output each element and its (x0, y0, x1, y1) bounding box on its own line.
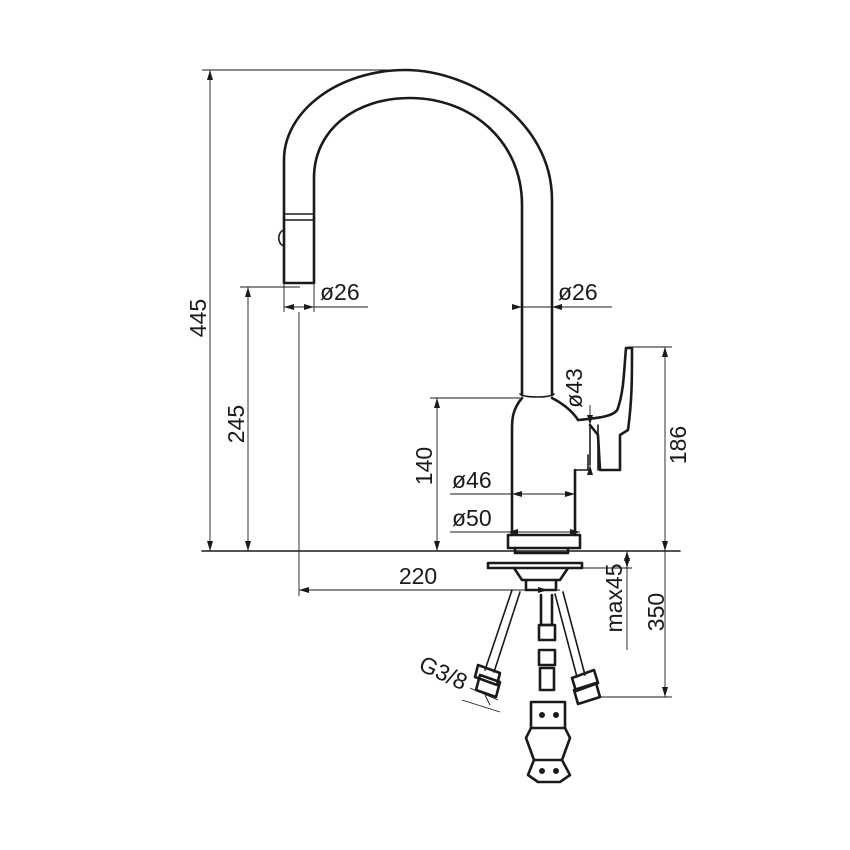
supply-hoses (473, 589, 602, 784)
hose-length-label: 350 (643, 593, 669, 631)
handle-diameter-label: ø43 (561, 368, 587, 408)
reach-label: 220 (399, 563, 437, 589)
faucet-outline (201, 68, 681, 592)
body-diameter-label: ø46 (452, 467, 492, 493)
total-height-label: 445 (185, 299, 211, 337)
thread-label: G3/8 (415, 650, 471, 695)
spout-tip-diameter-label: ø26 (320, 279, 360, 305)
dimension-labels: 445 245 140 186 220 ø26 ø26 ø43 ø46 ø50 … (185, 279, 691, 695)
handle-height-label: 186 (665, 426, 691, 464)
base-diameter-label: ø50 (452, 505, 492, 531)
dimension-lines (202, 69, 672, 713)
deck-thickness-label: max45 (601, 563, 627, 632)
body-height-label: 140 (411, 447, 437, 485)
spout-tube-diameter-label: ø26 (558, 279, 598, 305)
outlet-height-label: 245 (223, 405, 249, 443)
